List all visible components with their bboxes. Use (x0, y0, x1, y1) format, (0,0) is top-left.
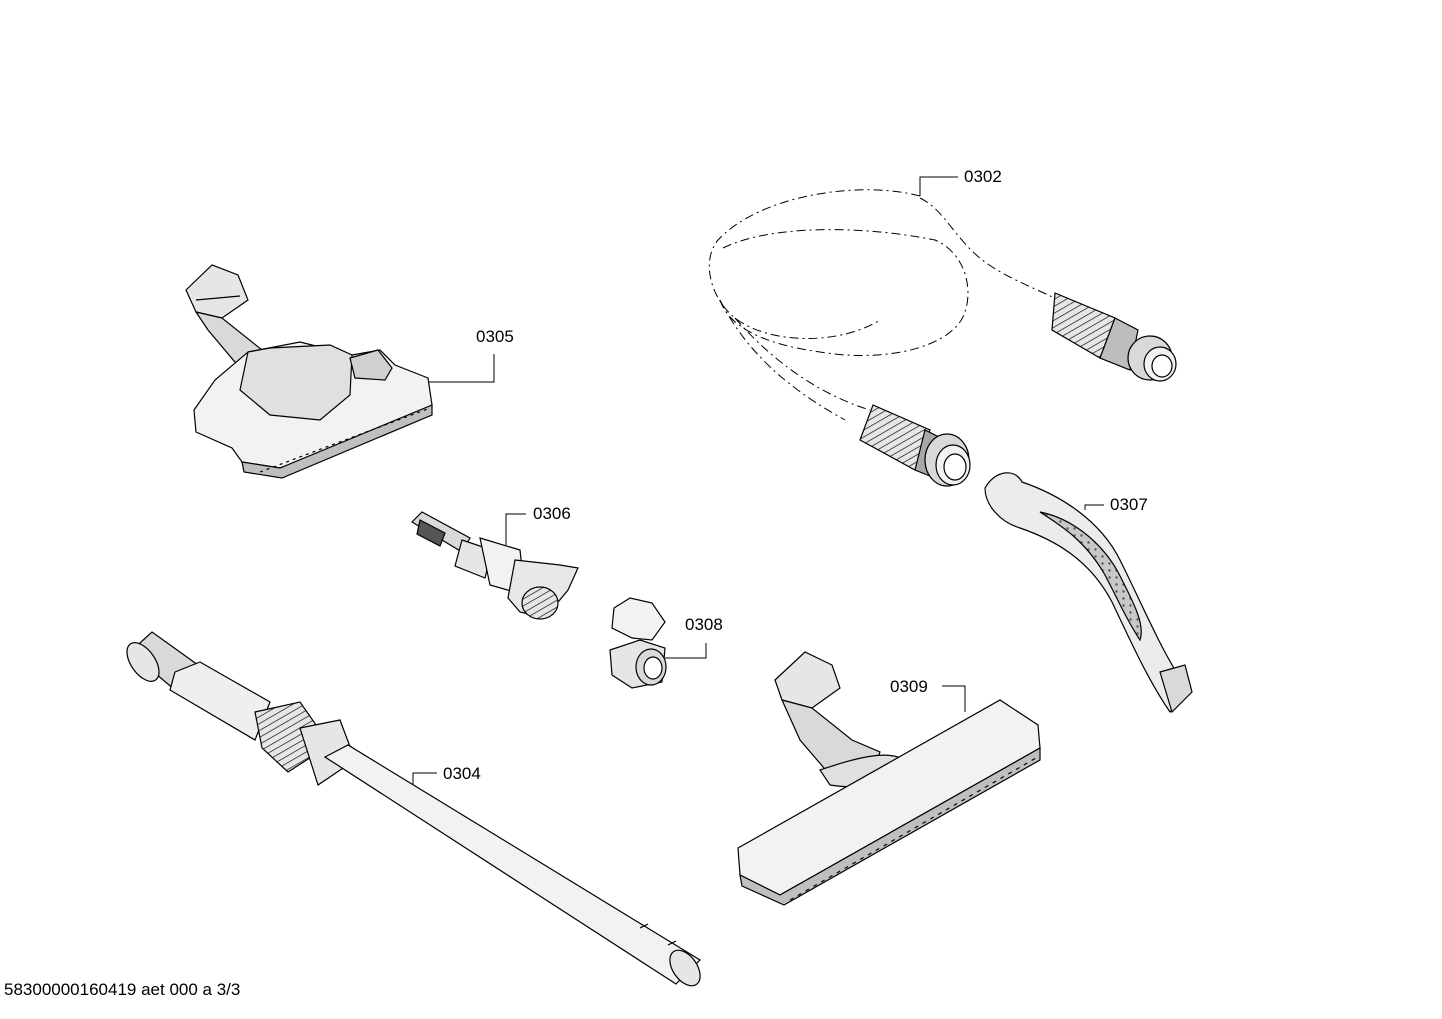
callout-0309: 0309 (890, 677, 928, 696)
document-reference: 58300000160419 aet 000 a 3/3 (4, 980, 241, 999)
telescopic-tube-part (121, 632, 707, 991)
tool-clip-part (610, 598, 666, 688)
handle-part (985, 473, 1192, 712)
floor-nozzle-part (186, 265, 432, 478)
parquet-nozzle-part (738, 652, 1040, 905)
callout-0308: 0308 (685, 615, 723, 634)
leader-0309 (942, 685, 966, 712)
callout-0305: 0305 (476, 327, 514, 346)
callout-0306: 0306 (533, 504, 571, 523)
upholstery-tool-part (412, 512, 578, 619)
leader-lines (412, 176, 1104, 785)
hose-part (709, 190, 1176, 486)
callout-0302: 0302 (964, 167, 1002, 186)
leader-0302 (919, 176, 958, 196)
leader-0308 (665, 643, 707, 659)
leader-0306 (505, 513, 526, 545)
leader-0304 (412, 772, 437, 785)
leader-0307 (1084, 504, 1104, 510)
leader-0305 (428, 354, 495, 383)
callout-0307: 0307 (1110, 495, 1148, 514)
callout-0304: 0304 (443, 764, 481, 783)
